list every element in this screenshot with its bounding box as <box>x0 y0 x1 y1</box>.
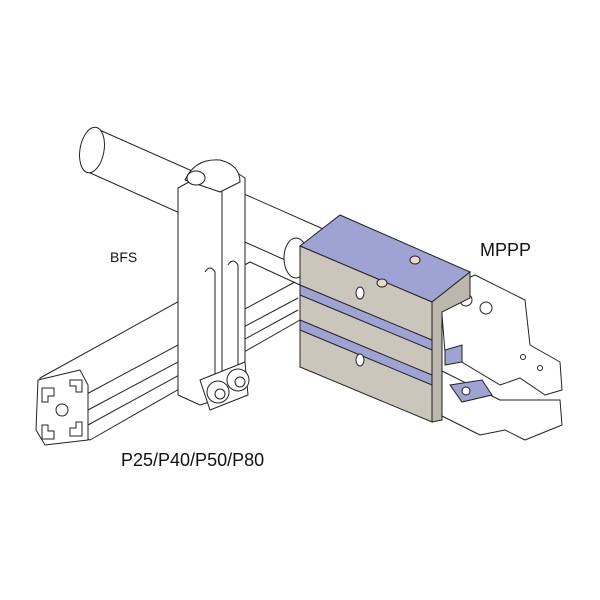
mppp-label: MPPP <box>480 240 532 260</box>
bfs-label: BFS <box>110 249 138 265</box>
mppp-gripper-body <box>299 214 471 423</box>
profile-end-face <box>35 369 89 446</box>
profile-sizes-label: P25/P40/P50/P80 <box>121 450 265 470</box>
clamp-screw-1 <box>206 380 230 404</box>
aluminium-profile <box>35 261 301 446</box>
clamp-screw-head <box>186 170 206 186</box>
bfs-clamp <box>177 159 250 411</box>
clamp-screw-2 <box>226 368 250 392</box>
gripper-jaws <box>439 274 563 441</box>
